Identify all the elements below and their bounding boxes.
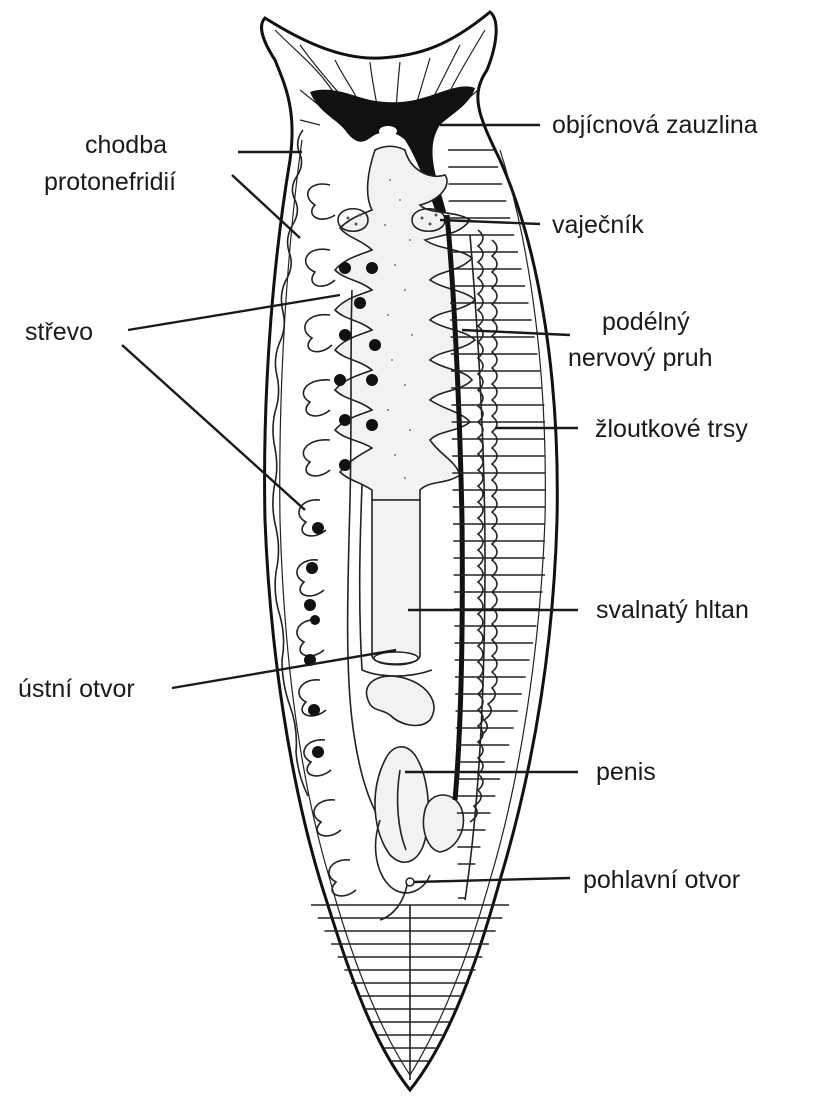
genital-pore bbox=[406, 878, 414, 886]
label-nervovy-pruh: nervový pruh bbox=[568, 344, 713, 372]
label-penis: penis bbox=[596, 758, 656, 786]
label-ustni-otvor: ústní otvor bbox=[18, 675, 135, 703]
label-zloutkove-trsy: žloutkové trsy bbox=[595, 415, 748, 443]
label-protonefridii: protonefridií bbox=[44, 168, 176, 196]
label-strevo: střevo bbox=[25, 318, 93, 346]
label-vajecnik: vaječník bbox=[552, 211, 644, 239]
label-podelny: podélný bbox=[602, 308, 690, 336]
label-objicnova-zauzlina: objícnová zauzlina bbox=[552, 111, 758, 139]
pharynx bbox=[372, 500, 420, 665]
label-svalnaty-hltan: svalnatý hltan bbox=[596, 596, 749, 624]
label-chodba: chodba bbox=[85, 131, 167, 159]
ganglion-center bbox=[379, 126, 397, 136]
label-pohlavni-otvor: pohlavní otvor bbox=[583, 866, 740, 894]
